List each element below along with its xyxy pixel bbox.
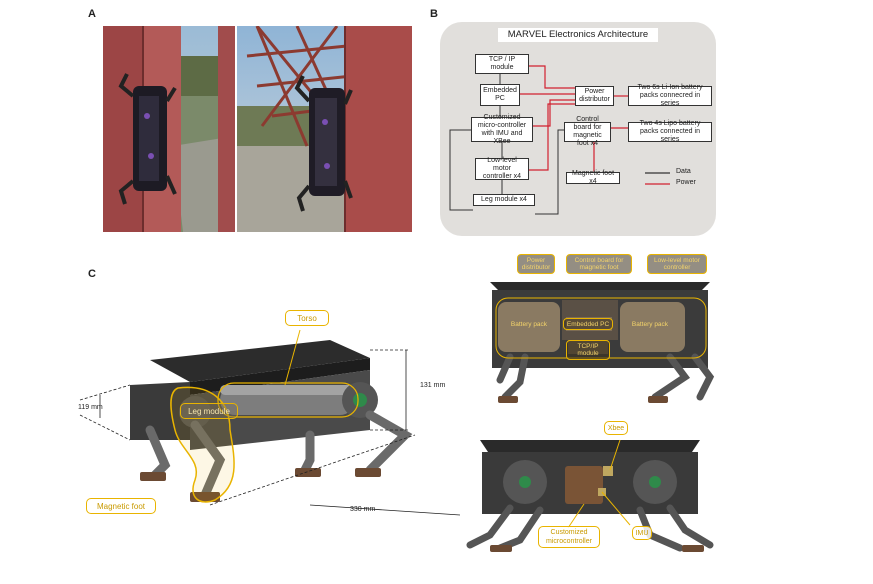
box-leg-module: Leg module x4 [473,194,535,206]
panel-c-letter: C [88,268,96,280]
label-magnetic-foot: Magnetic foot [86,498,156,514]
label-embedded-pc: Embedded PC [563,318,613,330]
label-xbee: Xbee [604,421,628,435]
box-liion-battery: Two 6s Li-Ion battery packs connecred in… [628,84,712,107]
box-magnetic-foot: Magnetic foot x4 [566,170,620,185]
box-microcontroller: Customized micro-controller with IMU and… [471,114,533,145]
robot-bottom-view-illustration [466,439,714,552]
dim-length: 330 mm [350,506,376,513]
robot-top-view-illustration [490,282,715,403]
photo-right-tower-climb [237,26,412,232]
robot-isometric-illustration [79,329,461,516]
label-power-distributor: Power distributor [517,254,555,274]
label-leg-module: Leg module [180,403,238,419]
label-battery-pack-right: Battery pack [631,320,669,328]
legend-data-label: Data [676,168,691,175]
box-low-level-controller: Low-level motor controller x4 [475,157,529,180]
dim-height: 131 mm [420,382,446,389]
photo-left-wall-climb [103,26,235,232]
box-power-distributor: Power distributor [575,86,614,106]
label-battery-pack-left: Battery pack [510,320,548,328]
box-tcp-ip-module: TCP / IP module [475,54,529,74]
label-customized-microcontroller: Customized microcontroller [538,526,600,548]
dim-width: 119 mm [78,404,103,411]
box-lipo-battery: Two 4s Lipo battery packs connected in s… [628,120,712,143]
legend-power-label: Power [676,179,696,186]
label-imu: IMU [632,526,652,540]
electronics-architecture-diagram: MARVEL Electronics Architecture TCP / IP… [440,22,716,236]
panel-a-letter: A [88,8,96,20]
panel-b-letter: B [430,8,438,20]
label-low-level-controller: Low-level motor controller [647,254,707,274]
architecture-title: MARVEL Electronics Architecture [498,28,658,42]
box-control-board: Control board for magnetic foot x4 [564,116,611,147]
label-control-board: Control board for magnetic foot [566,254,632,274]
label-tcp-ip-module: TCP/IP module [566,340,610,360]
box-embedded-pc: Embedded PC [480,84,520,106]
label-torso: Torso [285,310,329,326]
